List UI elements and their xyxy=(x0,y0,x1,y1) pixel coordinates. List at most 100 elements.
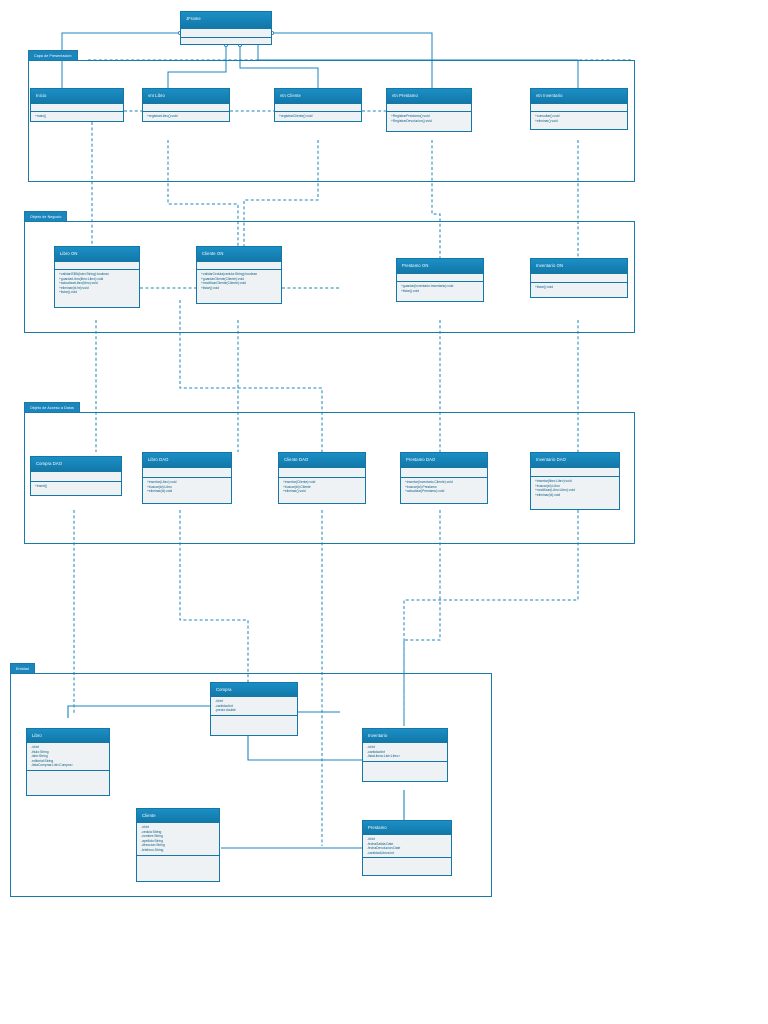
class-inventario-dao[interactable]: Inventario DAO +insertar(libro:Libro):vo… xyxy=(530,452,620,510)
operation-row: +main() xyxy=(35,114,47,118)
operation-row: +buscar(id):Cliente xyxy=(283,484,311,489)
class-prestamo-on-operations: +guardar(Inventario:Inventario):void +li… xyxy=(397,281,483,296)
operation-row: +eliminar():void xyxy=(535,118,558,123)
class-vtn-prestamo-attributes xyxy=(387,103,471,111)
operation-row: +insertar(libro:Libro):void xyxy=(535,479,572,483)
class-inicio-title: Inicio xyxy=(31,89,123,103)
package-objeto-negocio: Objeto de Negocio xyxy=(24,211,635,333)
operation-row: +RegistrarDevolucion():void xyxy=(391,118,432,123)
attribute-row: -isbn:String xyxy=(31,754,48,759)
class-vnt-libro-attributes xyxy=(143,103,229,111)
class-inventario-on-attributes xyxy=(531,273,627,282)
operation-row: +modificarCliente(Cliente):void xyxy=(201,281,246,286)
class-inventario-operations xyxy=(363,760,447,769)
class-libro-on-operations: +validarISBN(isbn:String):boolean +guard… xyxy=(55,269,139,297)
class-inventario-on-title: Inventario ON xyxy=(531,259,627,273)
class-cliente[interactable]: Cliente -id:int -cedula:String -nombre:S… xyxy=(136,808,220,882)
operation-row: +guardar(Inventario:Inventario):void xyxy=(401,284,454,288)
attribute-row: -listaCompras:List<Compra> xyxy=(31,763,73,768)
class-prestamo-operations xyxy=(363,857,451,866)
package-label-objeto-acceso-datos: Objeto de Acceso a Datos xyxy=(24,402,80,413)
class-vtn-cliente-attributes xyxy=(275,103,361,111)
class-inventario[interactable]: Inventario -id:int -cantidad:int -listaL… xyxy=(362,728,448,782)
class-compra-dao-title: Compra DAO xyxy=(31,457,121,471)
class-prestamo-title: Prestamo xyxy=(363,821,451,834)
attribute-row: -id:int xyxy=(215,699,224,703)
attribute-row: -cedula:String xyxy=(141,829,162,834)
class-vtn-cliente[interactable]: vtn Cliente +registrarCliente():void xyxy=(274,88,362,122)
class-prestamo-attributes: -id:int -fechaSalida:Date -fechaDevoluci… xyxy=(363,834,451,858)
attribute-row: -cantidad:int xyxy=(367,749,385,754)
operation-row: +guardarCliente(Cliente):void xyxy=(201,276,244,281)
class-libro-dao-operations: +insertar(Libro):void +buscar(id):Libro … xyxy=(143,477,231,496)
attribute-row: -id:int xyxy=(367,745,376,749)
class-prestamo-dao-title: Prestamo DAO xyxy=(401,453,487,467)
class-jframe[interactable]: JFrame xyxy=(180,11,272,45)
class-vnt-libro[interactable]: vnt Libro +registrarLibro():void xyxy=(142,88,230,122)
operation-row: +insertar(Inventario,Cliente):void xyxy=(405,480,453,484)
class-compra-title: Compra xyxy=(211,683,297,696)
package-label-entidad: Entidad xyxy=(10,663,35,674)
class-prestamo[interactable]: Prestamo -id:int -fechaSalida:Date -fech… xyxy=(362,820,452,876)
class-libro-on-title: Libro ON xyxy=(55,247,139,261)
class-vtn-inventario[interactable]: vtn Inventario +consultar():void +elimin… xyxy=(530,88,628,130)
class-prestamo-dao-operations: +insertar(Inventario,Cliente):void +busc… xyxy=(401,477,487,496)
operation-row: +buscar(id):Libro xyxy=(535,483,560,488)
attribute-row: -cantidad:int xyxy=(215,703,233,708)
operation-row: +validarISBN(isbn:String):boolean xyxy=(59,272,109,276)
package-label-objeto-negocio: Objeto de Negocio xyxy=(24,211,68,222)
operation-row: +eliminar(id):void xyxy=(535,492,561,497)
class-libro-title: Libro xyxy=(27,729,109,742)
class-prestamo-dao-attributes xyxy=(401,467,487,477)
attribute-row: -nombre:String xyxy=(141,834,163,839)
package-capa-presentacion: Capa de Presentacion xyxy=(28,50,635,182)
class-vtn-prestamo[interactable]: vtn Prestamo +RegistrarPrestamo():void +… xyxy=(386,88,472,132)
operation-row: +eliminar(id:int):void xyxy=(59,285,89,290)
class-inventario-dao-attributes xyxy=(531,467,619,476)
attribute-row: -fechaSalida:Date xyxy=(367,841,394,846)
class-vtn-prestamo-title: vtn Prestamo xyxy=(387,89,471,103)
attribute-row: -cantidadLibros:int xyxy=(367,850,394,855)
attribute-row: -direccion:String xyxy=(141,843,165,848)
class-cliente-dao-attributes xyxy=(279,467,365,477)
class-libro-dao[interactable]: Libro DAO +insertar(Libro):void +buscar(… xyxy=(142,452,232,504)
operation-row: +modificar(Libro:Libro):void xyxy=(535,488,576,493)
class-inventario-on[interactable]: Inventario ON +listar():void xyxy=(530,258,628,298)
class-prestamo-on-title: Prestamo ON xyxy=(397,259,483,273)
operation-row: +buscar(id):Prestamo xyxy=(405,484,437,489)
attribute-row: -id:int xyxy=(367,837,376,841)
package-objeto-acceso-datos: Objeto de Acceso a Datos xyxy=(24,402,635,544)
class-jframe-attributes xyxy=(181,28,271,37)
class-prestamo-on-attributes xyxy=(397,273,483,281)
attribute-row: -fechaDevolucion:Date xyxy=(367,846,401,851)
class-libro-on-attributes xyxy=(55,261,139,269)
operation-row: +insert() xyxy=(35,484,48,488)
class-compra[interactable]: Compra -id:int -cantidad:int -precio:dou… xyxy=(210,682,298,736)
class-inicio[interactable]: Inicio +main() xyxy=(30,88,124,122)
class-libro[interactable]: Libro -id:int -titulo:String -isbn:Strin… xyxy=(26,728,110,796)
operation-row: +actualizar(Prestamo):void xyxy=(405,489,445,494)
operation-row: +listar():void xyxy=(59,290,78,295)
class-inventario-attributes: -id:int -cantidad:int -listaLibros:List<… xyxy=(363,742,447,761)
class-inicio-operations: +main() xyxy=(31,111,123,121)
class-cliente-on[interactable]: Cliente ON +validarCedula(cedula:String)… xyxy=(196,246,282,304)
attribute-row: -precio:double xyxy=(215,708,236,713)
class-compra-dao[interactable]: Compra DAO +insert() xyxy=(30,456,122,496)
class-inventario-title: Inventario xyxy=(363,729,447,742)
class-libro-on[interactable]: Libro ON +validarISBN(isbn:String):boole… xyxy=(54,246,140,308)
class-cliente-title: Cliente xyxy=(137,809,219,822)
attribute-row: -id:int xyxy=(31,745,40,749)
package-label-capa-presentacion: Capa de Presentacion xyxy=(28,50,78,61)
class-inicio-attributes xyxy=(31,103,123,111)
attribute-row: -titulo:String xyxy=(31,749,49,754)
operation-row: +listar():void xyxy=(401,288,420,293)
class-vtn-inventario-attributes xyxy=(531,103,627,111)
class-cliente-dao[interactable]: Cliente DAO +insertar(Cliente):void +bus… xyxy=(278,452,366,504)
class-compra-dao-attributes xyxy=(31,471,121,481)
class-cliente-attributes: -id:int -cedula:String -nombre:String -a… xyxy=(137,822,219,855)
class-prestamo-on[interactable]: Prestamo ON +guardar(Inventario:Inventar… xyxy=(396,258,484,302)
class-prestamo-dao[interactable]: Prestamo DAO +insertar(Inventario,Client… xyxy=(400,452,488,504)
class-vtn-cliente-operations: +registrarCliente():void xyxy=(275,111,361,121)
class-vtn-prestamo-operations: +RegistrarPrestamo():void +RegistrarDevo… xyxy=(387,111,471,126)
